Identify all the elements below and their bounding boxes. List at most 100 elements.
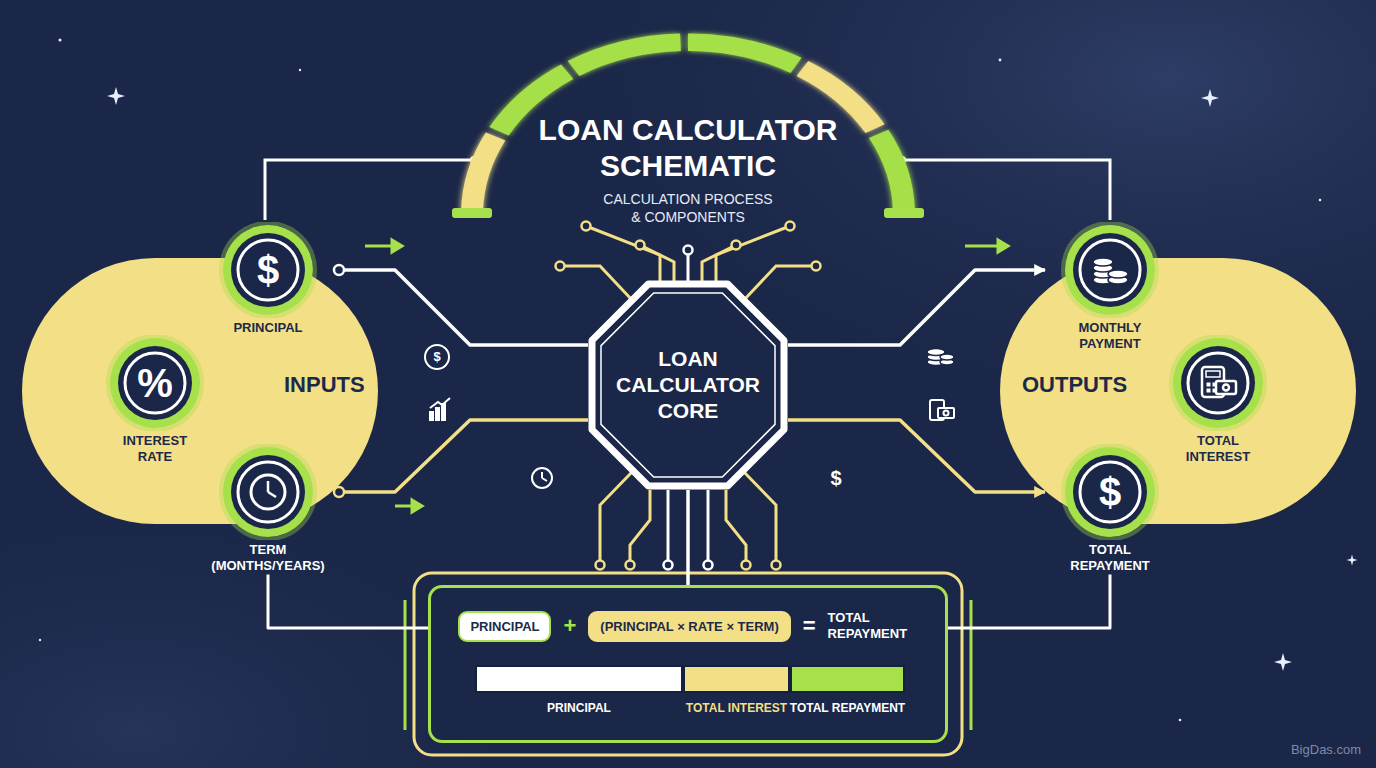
legend-item: TOTAL REPAYMENT	[790, 665, 905, 715]
octagon-outline	[592, 284, 784, 486]
watermark: BigDas.com	[1284, 742, 1368, 758]
star	[999, 59, 1002, 62]
star	[39, 639, 41, 641]
trace-pad	[742, 561, 751, 570]
currency-symbol: $	[824, 466, 848, 490]
arc-segment	[688, 33, 802, 73]
circuit-trace	[600, 472, 632, 565]
wire-dot	[334, 487, 344, 497]
circle-glow	[1171, 336, 1265, 430]
trace-pad	[556, 262, 565, 271]
connector	[268, 575, 428, 629]
bill	[1216, 381, 1236, 394]
trace-pad	[636, 241, 645, 250]
operator: =	[803, 612, 816, 640]
connector	[788, 270, 1045, 345]
arc-foot	[452, 208, 492, 218]
legend-label: PRINCIPAL	[499, 701, 659, 715]
star	[59, 39, 62, 42]
chart-bar	[442, 404, 445, 420]
circuit-trace	[640, 245, 674, 282]
star	[107, 87, 125, 105]
circuit-trace	[667, 490, 670, 565]
bar-segment	[790, 665, 905, 693]
calculator-key	[1207, 389, 1210, 392]
circle-core	[1073, 233, 1147, 307]
dollar-icon-ring	[425, 345, 449, 369]
input-circle: %INTEREST RATE	[90, 335, 220, 466]
node-label: TOTAL INTEREST	[1168, 433, 1268, 466]
panel-heading: OUTPUTS	[1022, 372, 1127, 398]
flow-arrow-head	[998, 240, 1008, 252]
trace-pad	[582, 222, 591, 231]
currency-symbol: $	[426, 346, 448, 368]
circle-glow	[221, 445, 315, 539]
circle-inner-ring	[1080, 240, 1140, 300]
star	[1274, 653, 1292, 671]
coin	[1108, 270, 1128, 278]
trace-pad	[596, 561, 605, 570]
connector-wire	[902, 160, 1110, 220]
input-panel: INPUTS$PRINCIPAL%INTEREST RATETERM (MONT…	[22, 258, 378, 524]
circuit-trace	[707, 490, 710, 565]
circle-core	[231, 455, 305, 529]
output-panel: OUTPUTSMONTHLY PAYMENTTOTAL INTEREST$TOT…	[1000, 258, 1356, 524]
star	[1347, 555, 1358, 566]
coin	[1093, 258, 1113, 266]
title-arc	[461, 33, 915, 212]
circle-shape	[203, 444, 333, 540]
chart-icon	[430, 398, 450, 420]
calc-icon	[1202, 367, 1236, 397]
subtitle: CALCULATION PROCESS & COMPONENTS	[598, 190, 778, 226]
circuit-trace	[560, 266, 632, 300]
core-octagon: LOAN CALCULATOR CORE	[588, 280, 788, 490]
trace-pad	[704, 561, 713, 570]
formula-result: TOTAL REPAYMENT	[828, 610, 918, 643]
clock-hands	[268, 481, 276, 497]
circle-glow	[1063, 223, 1157, 317]
circuit-trace	[744, 472, 776, 565]
clock-face	[532, 468, 552, 488]
circle-ring	[223, 447, 313, 537]
star	[299, 69, 301, 71]
input-circle: $PRINCIPAL	[203, 222, 333, 336]
output-circle: TOTAL INTEREST	[1153, 335, 1283, 466]
bar-segment	[475, 665, 683, 693]
circle-shape	[1045, 222, 1175, 318]
operator: +	[563, 612, 576, 640]
chart-trend	[430, 398, 450, 408]
trace-pad	[786, 222, 795, 231]
node-label: INTEREST RATE	[115, 433, 195, 466]
chart-bar	[436, 408, 439, 420]
circuit-trace	[744, 266, 816, 300]
star	[1319, 199, 1322, 202]
icon-symbol: %	[90, 335, 220, 431]
clock-hands	[542, 472, 547, 481]
circle-inner-ring	[1188, 353, 1248, 413]
flow-arrow	[365, 245, 392, 248]
legend-label: TOTAL REPAYMENT	[768, 701, 928, 715]
circuit-trace	[586, 226, 660, 282]
connector-wire	[265, 160, 474, 220]
output-circle: $TOTAL REPAYMENT	[1045, 444, 1175, 575]
circuit-trace	[630, 490, 650, 565]
circle-ring	[1173, 338, 1263, 428]
clock-face	[251, 475, 285, 509]
octagon-inner	[601, 293, 775, 477]
circuit-trace	[726, 490, 746, 565]
trace-pad	[626, 561, 635, 570]
icon-symbol: $	[1045, 444, 1175, 540]
bill-mark	[944, 411, 949, 416]
panel-heading: INPUTS	[284, 372, 365, 398]
core-label: LOAN CALCULATOR CORE	[608, 346, 768, 425]
formula-pill: (PRINCIPAL × RATE × TERM)	[588, 611, 790, 642]
bar-segment	[683, 665, 790, 693]
circle-ring	[1065, 225, 1155, 315]
circle-inner-ring	[238, 462, 298, 522]
flow-arrow	[395, 505, 412, 508]
calculator-key	[1207, 383, 1210, 386]
circuit-trace	[702, 245, 736, 282]
